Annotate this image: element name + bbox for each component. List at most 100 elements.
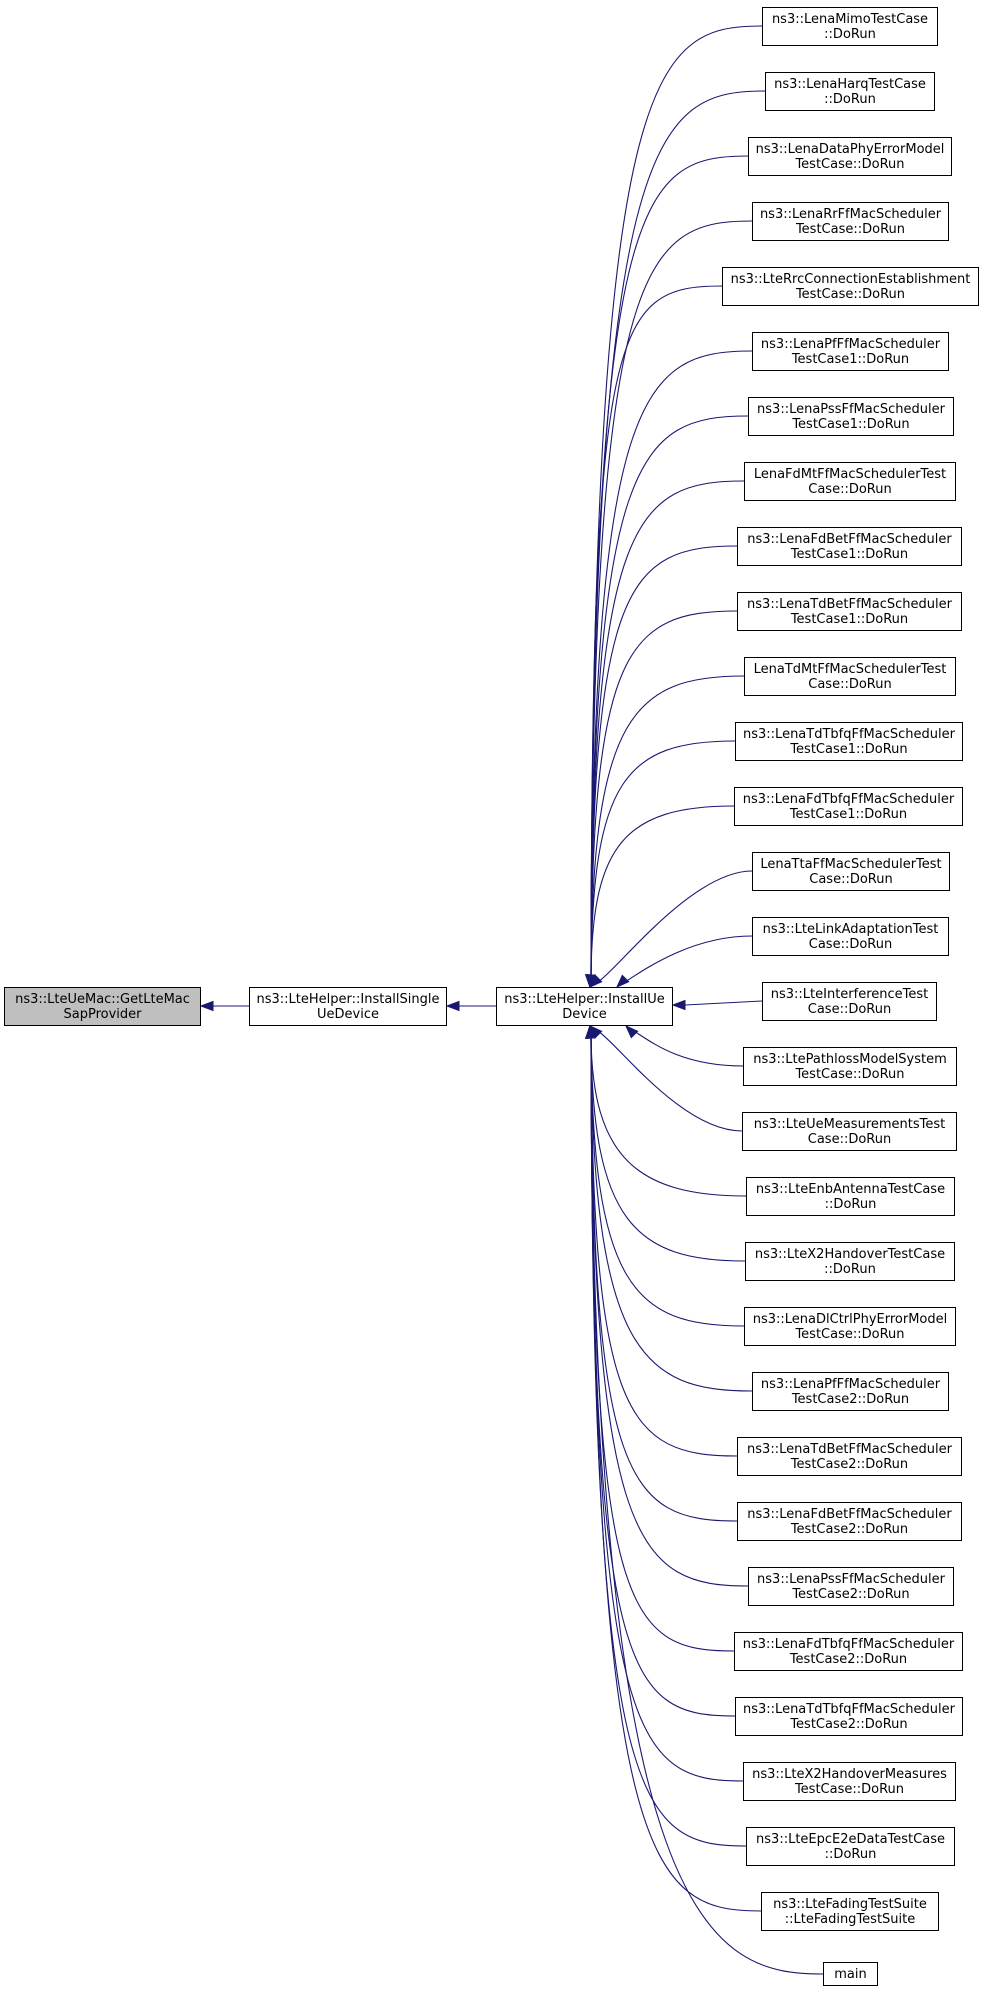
node-label: ns3::LenaPfFfMacScheduler TestCase2::DoR… — [760, 1376, 941, 1407]
edge-caller-to-installue — [590, 740, 736, 978]
caller-node[interactable]: LenaTdMtFfMacSchedulerTest Case::DoRun — [744, 657, 956, 696]
edge-arrowhead — [624, 1024, 639, 1039]
node-label: ns3::LteRrcConnectionEstablishment TestC… — [730, 271, 971, 302]
edge-caller-to-installue — [590, 1035, 824, 1975]
edge-caller-to-installue — [590, 1035, 745, 1327]
node-label: ns3::LtePathlossModelSystem TestCase::Do… — [753, 1051, 947, 1082]
node-installuedevice[interactable]: ns3::LteHelper::InstallUe Device — [496, 987, 673, 1026]
caller-node[interactable]: ns3::LenaPssFfMacScheduler TestCase2::Do… — [748, 1567, 954, 1606]
node-label: ns3::LenaFdTbfqFfMacScheduler TestCase2:… — [742, 1636, 955, 1667]
node-label: ns3::LteFadingTestSuite ::LteFadingTestS… — [773, 1896, 927, 1927]
edge-arrowhead — [615, 974, 630, 989]
edge-caller-to-installue — [590, 220, 753, 978]
caller-node[interactable]: ns3::LenaFdTbfqFfMacScheduler TestCase2:… — [734, 1632, 963, 1671]
caller-node[interactable]: ns3::LteEnbAntennaTestCase ::DoRun — [746, 1177, 955, 1216]
node-label: ns3::LenaFdBetFfMacScheduler TestCase1::… — [747, 531, 952, 562]
edge-caller-to-installue — [590, 545, 738, 978]
caller-node[interactable]: ns3::LenaRrFfMacScheduler TestCase::DoRu… — [752, 202, 949, 241]
node-label: LenaTdMtFfMacSchedulerTest Case::DoRun — [753, 661, 947, 692]
node-label: ns3::LenaHarqTestCase ::DoRun — [774, 76, 926, 107]
edge-caller-to-installue — [590, 1035, 738, 1522]
edge-caller-to-installue — [590, 1035, 747, 1847]
edge-caller-to-installue — [633, 1030, 744, 1067]
node-label: ns3::LenaRrFfMacScheduler TestCase::DoRu… — [759, 206, 942, 237]
caller-node[interactable]: ns3::LenaPssFfMacScheduler TestCase1::Do… — [748, 397, 954, 436]
node-label: ns3::LteEnbAntennaTestCase ::DoRun — [755, 1181, 946, 1212]
edge-caller-to-installue — [590, 1035, 738, 1457]
edge-caller-to-installue — [597, 870, 753, 983]
edge-caller-to-installue — [590, 480, 745, 978]
node-label: ns3::LenaTdBetFfMacScheduler TestCase1::… — [747, 596, 952, 627]
caller-node[interactable]: ns3::LenaTdBetFfMacScheduler TestCase1::… — [737, 592, 962, 631]
caller-node[interactable]: LenaTtaFfMacSchedulerTest Case::DoRun — [752, 852, 950, 891]
node-label: LenaFdMtFfMacSchedulerTest Case::DoRun — [753, 466, 947, 497]
node-label: ns3::LteLinkAdaptationTest Case::DoRun — [762, 921, 939, 952]
edge-arrowhead — [199, 1000, 214, 1012]
edge-caller-to-installue — [590, 1035, 736, 1717]
caller-node[interactable]: ns3::LenaFdTbfqFfMacScheduler TestCase1:… — [734, 787, 963, 826]
caller-node[interactable]: ns3::LenaTdTbfqFfMacScheduler TestCase1:… — [735, 722, 963, 761]
node-label: ns3::LteUeMac::GetLteMac SapProvider — [15, 991, 190, 1022]
caller-node[interactable]: ns3::LteRrcConnectionEstablishment TestC… — [722, 267, 979, 306]
edge-caller-to-installue — [590, 805, 735, 978]
edge-caller-to-installue — [590, 415, 749, 978]
edge-caller-to-installue — [590, 1035, 753, 1392]
caller-node[interactable]: ns3::LteX2HandoverMeasures TestCase::DoR… — [743, 1762, 956, 1801]
edge-caller-to-installue — [590, 1035, 746, 1262]
caller-node[interactable]: ns3::LtePathlossModelSystem TestCase::Do… — [743, 1047, 957, 1086]
node-installsingleuedevice[interactable]: ns3::LteHelper::InstallSingle UeDevice — [249, 987, 447, 1026]
node-label: ns3::LenaTdBetFfMacScheduler TestCase2::… — [747, 1441, 952, 1472]
node-label: ns3::LenaTdTbfqFfMacScheduler TestCase1:… — [743, 726, 955, 757]
node-label: ns3::LenaFdTbfqFfMacScheduler TestCase1:… — [742, 791, 955, 822]
edge-arrowhead — [588, 974, 603, 989]
caller-node[interactable]: ns3::LenaHarqTestCase ::DoRun — [765, 72, 935, 111]
caller-node[interactable]: ns3::LteInterferenceTest Case::DoRun — [762, 982, 937, 1021]
node-label: ns3::LenaMimoTestCase ::DoRun — [771, 11, 929, 42]
edge-caller-to-installue — [590, 1035, 744, 1782]
node-focus-getltemacsapprovider[interactable]: ns3::LteUeMac::GetLteMac SapProvider — [4, 987, 201, 1026]
caller-node[interactable]: ns3::LenaMimoTestCase ::DoRun — [762, 7, 938, 46]
node-label: ns3::LenaPfFfMacScheduler TestCase1::DoR… — [760, 336, 941, 367]
edge-arrowhead — [445, 1000, 460, 1012]
edge-caller-to-installue — [590, 1035, 762, 1912]
node-label: main — [834, 1966, 867, 1982]
caller-node[interactable]: ns3::LteFadingTestSuite ::LteFadingTestS… — [761, 1892, 939, 1931]
caller-node[interactable]: ns3::LteX2HandoverTestCase ::DoRun — [745, 1242, 955, 1281]
edge-caller-to-installue — [590, 285, 723, 978]
edge-caller-to-installue — [590, 610, 738, 978]
edge-caller-to-installue — [590, 1035, 747, 1197]
node-label: ns3::LteUeMeasurementsTest Case::DoRun — [753, 1116, 946, 1147]
node-label: LenaTtaFfMacSchedulerTest Case::DoRun — [760, 856, 942, 887]
edge-caller-to-installue — [590, 1035, 749, 1587]
caller-node[interactable]: ns3::LenaDataPhyErrorModel TestCase::DoR… — [748, 137, 952, 176]
caller-node[interactable]: ns3::LteLinkAdaptationTest Case::DoRun — [752, 917, 949, 956]
node-label: ns3::LteInterferenceTest Case::DoRun — [770, 986, 929, 1017]
node-label: ns3::LenaPssFfMacScheduler TestCase1::Do… — [757, 401, 945, 432]
caller-node[interactable]: LenaFdMtFfMacSchedulerTest Case::DoRun — [744, 462, 956, 501]
caller-node[interactable]: ns3::LenaPfFfMacScheduler TestCase2::DoR… — [752, 1372, 949, 1411]
node-label: ns3::LteX2HandoverMeasures TestCase::DoR… — [752, 1766, 947, 1797]
caller-node[interactable]: ns3::LenaPfFfMacScheduler TestCase1::DoR… — [752, 332, 949, 371]
caller-node[interactable]: ns3::LenaFdBetFfMacScheduler TestCase2::… — [737, 1502, 962, 1541]
caller-node[interactable]: ns3::LenaDlCtrlPhyErrorModel TestCase::D… — [744, 1307, 956, 1346]
edge-caller-to-installue — [624, 935, 753, 983]
node-label: ns3::LenaDlCtrlPhyErrorModel TestCase::D… — [752, 1311, 948, 1342]
edge-caller-to-installue — [684, 1000, 763, 1006]
edge-caller-to-installue — [590, 675, 745, 978]
node-label: ns3::LteEpcE2eDataTestCase ::DoRun — [756, 1831, 945, 1862]
caller-node[interactable]: main — [823, 1962, 878, 1986]
node-label: ns3::LenaDataPhyErrorModel TestCase::DoR… — [755, 141, 945, 172]
caller-node[interactable]: ns3::LenaTdTbfqFfMacScheduler TestCase2:… — [735, 1697, 963, 1736]
node-label: ns3::LenaTdTbfqFfMacScheduler TestCase2:… — [743, 1701, 955, 1732]
caller-node[interactable]: ns3::LteEpcE2eDataTestCase ::DoRun — [746, 1827, 955, 1866]
node-label: ns3::LteHelper::InstallUe Device — [504, 991, 665, 1022]
caller-node[interactable]: ns3::LenaTdBetFfMacScheduler TestCase2::… — [737, 1437, 962, 1476]
node-label: ns3::LenaFdBetFfMacScheduler TestCase2::… — [747, 1506, 952, 1537]
caller-node[interactable]: ns3::LenaFdBetFfMacScheduler TestCase1::… — [737, 527, 962, 566]
node-label: ns3::LteX2HandoverTestCase ::DoRun — [754, 1246, 946, 1277]
edge-arrowhead — [671, 999, 686, 1011]
edge-arrowhead — [585, 1024, 596, 1039]
caller-node[interactable]: ns3::LteUeMeasurementsTest Case::DoRun — [742, 1112, 957, 1151]
